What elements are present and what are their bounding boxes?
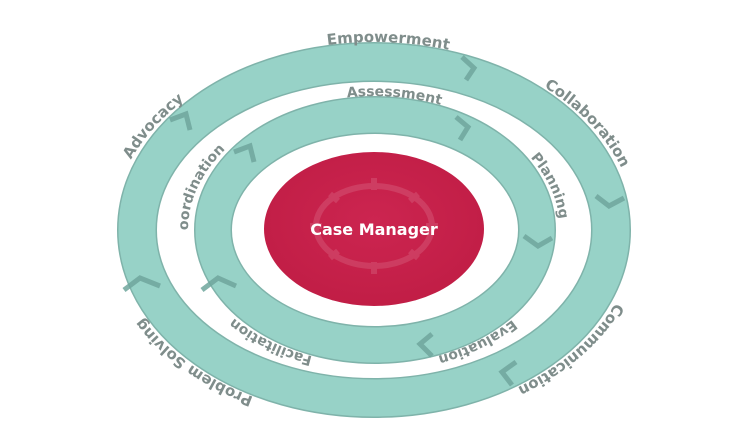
chevron-arrow-icon [200, 275, 238, 292]
chevron-arrow-icon [416, 332, 434, 358]
chevron-arrow-icon [122, 275, 161, 292]
chevron-arrow-icon [460, 55, 478, 82]
gear-icon [310, 178, 438, 274]
chevron-arrow-icon [454, 115, 472, 142]
inner-ring [194, 96, 556, 364]
outer-ring-arrows [122, 55, 626, 387]
chevron-arrow-icon [233, 142, 257, 163]
chevron-arrow-icon [522, 233, 554, 249]
center-circle [264, 152, 484, 306]
inner-ring-arrows [200, 115, 554, 358]
chevron-arrow-icon [169, 110, 193, 131]
center-label: Case Manager [310, 220, 438, 239]
outer-ring [117, 42, 631, 418]
chevron-arrow-icon [498, 359, 518, 387]
center-node: Case Manager [264, 152, 484, 306]
chevron-arrow-icon [594, 194, 626, 209]
